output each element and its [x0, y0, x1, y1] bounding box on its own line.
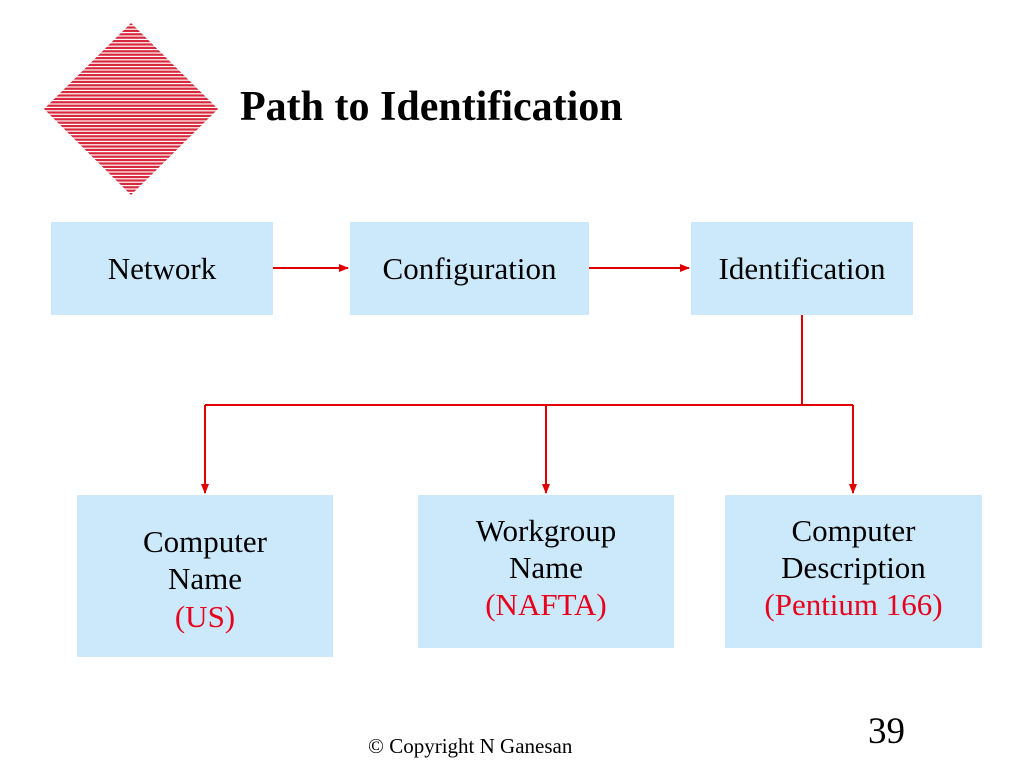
computer-description-box: Computer Description (Pentium 166) [725, 495, 982, 648]
computer-name-line2: Name [167, 561, 243, 597]
workgroup-name-box: Workgroup Name (NAFTA) [418, 495, 674, 648]
identification-label: Identification [718, 250, 886, 286]
network-box: Network [51, 222, 273, 315]
slide-title: Path to Identification [240, 84, 623, 130]
diamond-logo-icon [44, 23, 218, 195]
copyright-footer: © Copyright N Ganesan [368, 734, 573, 758]
page-number: 39 [868, 711, 905, 752]
computer-name-line1: Computer [143, 524, 267, 560]
workgroup-name-line1: Workgroup [475, 513, 617, 548]
computer-description-line1: Computer [791, 513, 916, 548]
computer-description-line2: Description [781, 550, 926, 586]
workgroup-name-line2: Name [508, 550, 584, 586]
identification-box: Identification [691, 222, 913, 315]
network-label: Network [107, 250, 217, 286]
computer-name-box: Computer Name (US) [77, 495, 333, 657]
workgroup-name-value: (NAFTA) [485, 587, 607, 623]
computer-name-value: (US) [174, 598, 236, 634]
configuration-label: Configuration [382, 250, 557, 286]
computer-description-value: (Pentium 166) [764, 587, 943, 623]
configuration-box: Configuration [350, 222, 589, 315]
